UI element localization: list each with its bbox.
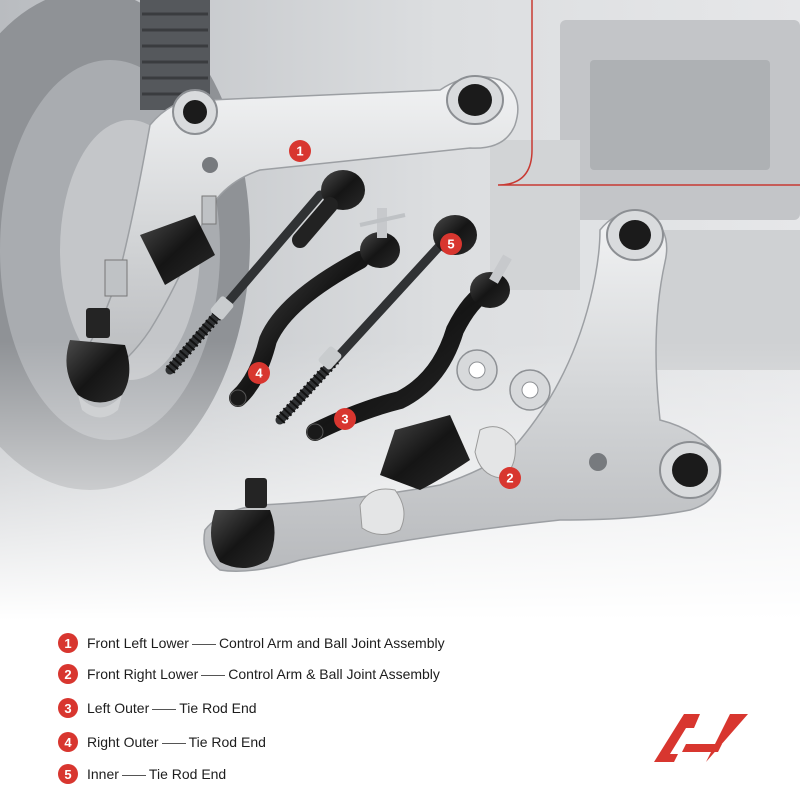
legend-part: Tie Rod End (148, 766, 227, 782)
svg-text:3: 3 (341, 412, 348, 427)
callout-4: 4 (248, 362, 270, 384)
svg-text:2: 2 (506, 471, 513, 486)
legend-position: Right Outer (87, 734, 159, 750)
outer-tie-rod-end-b (306, 254, 512, 441)
legend-item: 3 Left Outer Tie Rod End (58, 695, 257, 721)
outer-tie-rod-end-a (229, 208, 406, 407)
callout-3: 3 (334, 408, 356, 430)
control-arm-front-right (203, 209, 722, 572)
callout-5: 5 (440, 233, 462, 255)
product-photo: 1 2 3 4 5 (0, 0, 800, 620)
legend-dash (121, 774, 146, 776)
legend-item: 5 Inner Tie Rod End (58, 761, 226, 787)
legend-position: Left Outer (87, 700, 150, 716)
svg-text:1: 1 (296, 144, 303, 159)
legend-item: 4 Right Outer Tie Rod End (58, 729, 266, 755)
callout-2: 2 (499, 467, 521, 489)
inner-tie-rod-a (165, 170, 365, 375)
svg-text:5: 5 (447, 237, 454, 252)
legend-number-badge: 2 (58, 664, 78, 684)
legend-dash (191, 643, 216, 645)
legend-dash (161, 742, 186, 744)
legend-number-badge: 5 (58, 764, 78, 784)
legend-item: 2 Front Right Lower Control Arm & Ball J… (58, 661, 440, 687)
legend-part: Tie Rod End (188, 734, 266, 750)
legend-number-badge: 3 (58, 698, 78, 718)
lock-washers (456, 349, 551, 411)
legend-dash (152, 708, 177, 710)
legend-number-badge: 4 (58, 732, 78, 752)
legend-item: 1 Front Left Lower Control Arm and Ball … (58, 630, 445, 656)
legend-position: Front Left Lower (87, 635, 189, 651)
legend-number-badge: 1 (58, 633, 78, 653)
callout-1: 1 (289, 140, 311, 162)
legend-dash (201, 674, 226, 676)
legend-position: Front Right Lower (87, 666, 199, 682)
legend-part: Control Arm and Ball Joint Assembly (218, 635, 445, 651)
legend-part: Control Arm & Ball Joint Assembly (228, 666, 440, 682)
legend-position: Inner (87, 766, 119, 782)
legend-part: Tie Rod End (179, 700, 257, 716)
svg-text:4: 4 (255, 366, 263, 381)
control-arm-front-left (66, 75, 519, 418)
ap-logo-icon (654, 714, 748, 762)
